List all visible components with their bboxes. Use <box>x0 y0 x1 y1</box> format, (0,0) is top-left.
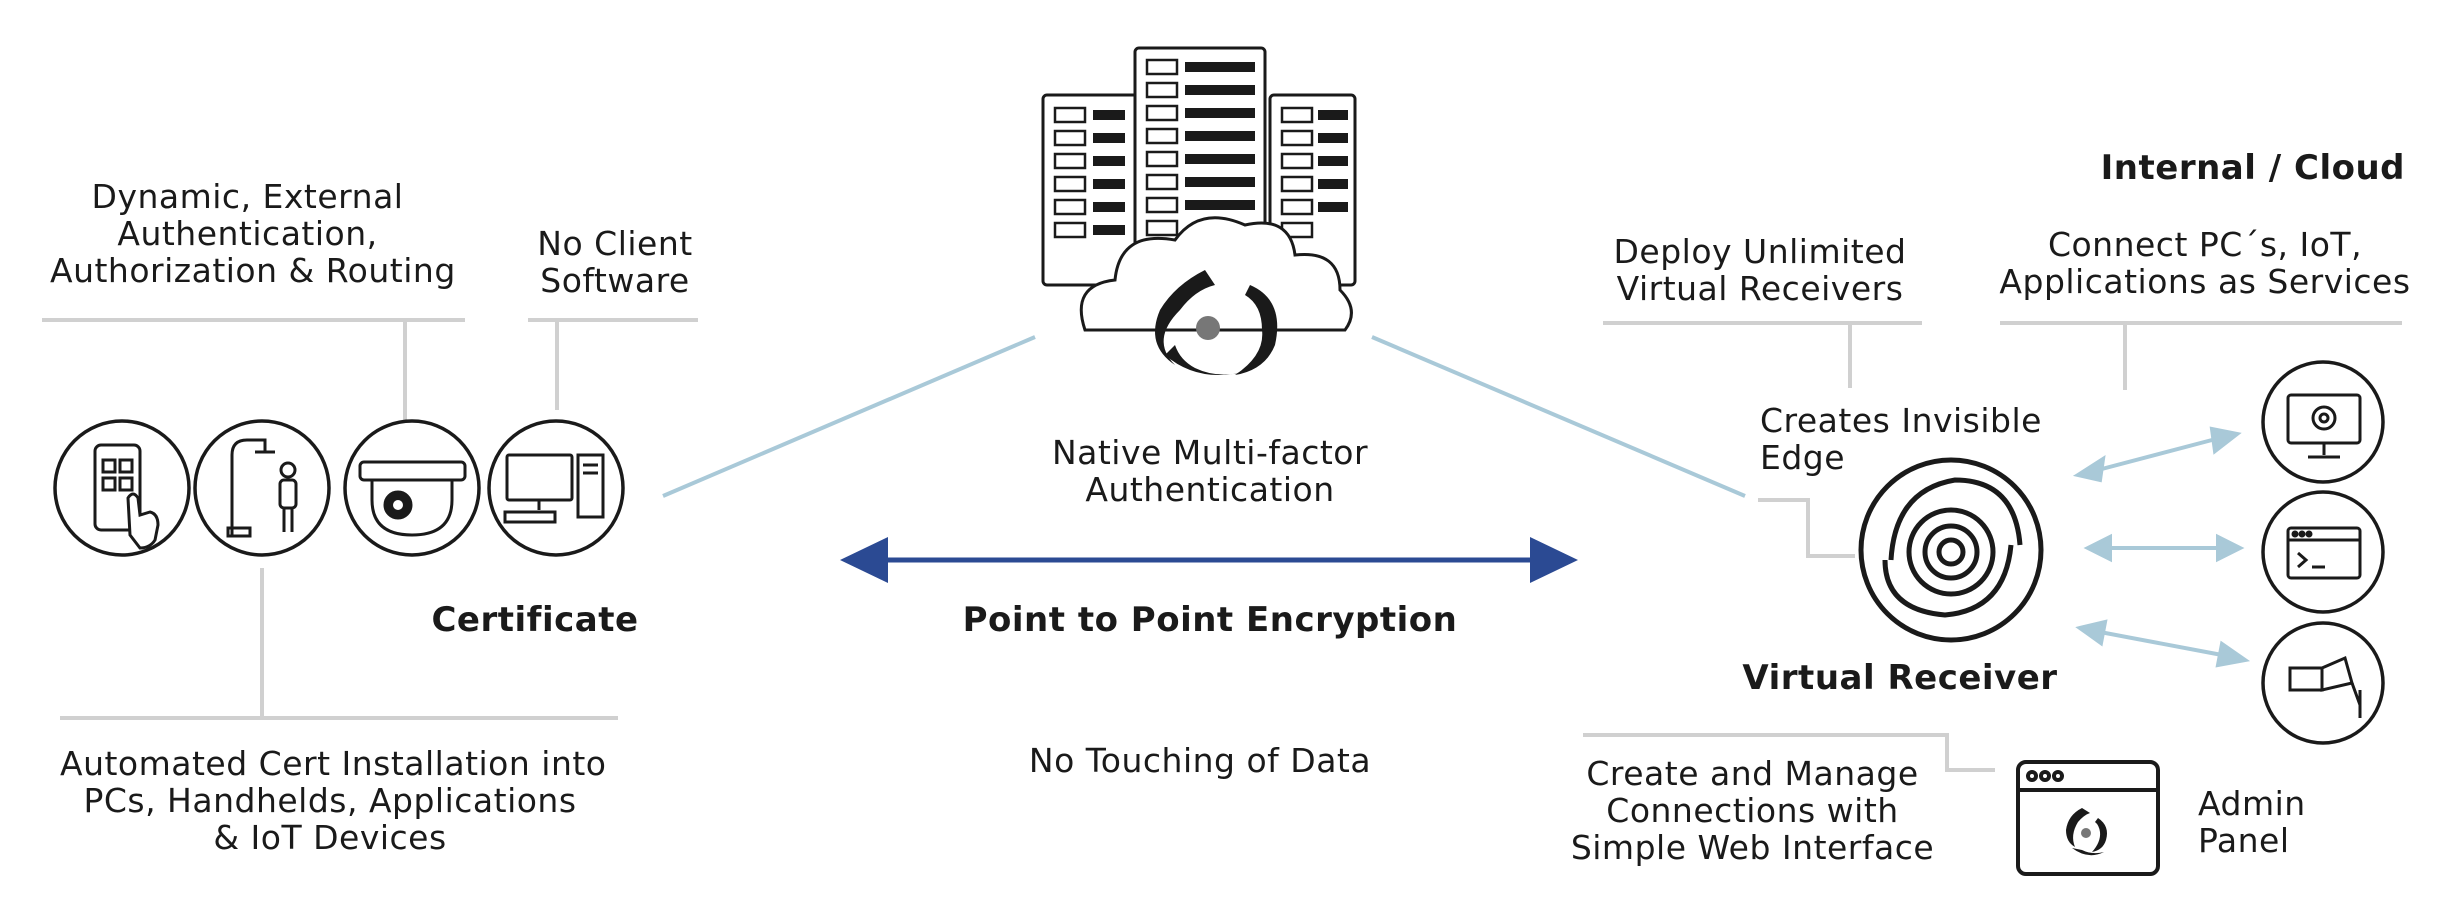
automated-cert-line-2: PCs, Handhelds, Applications <box>83 781 577 820</box>
server-cloud-logo-icon <box>1041 46 1357 375</box>
service-arrows <box>2072 426 2251 668</box>
security-camera-icon <box>358 460 467 537</box>
create-manage-line-2: Connections with <box>1606 791 1899 830</box>
creates-invisible-line-2: Edge <box>1760 438 1846 477</box>
monitor-gear-icon <box>2286 393 2362 459</box>
dynamic-auth-label: Dynamic, External Authentication, Author… <box>50 177 456 290</box>
create-manage-line-1: Create and Manage <box>1586 754 1919 793</box>
deploy-unlimited-label: Deploy Unlimited Virtual Receivers <box>1590 233 1930 307</box>
connect-pcs-line-1: Connect PC´s, IoT, <box>2047 225 2363 264</box>
divider-lines <box>42 318 2402 772</box>
deploy-unlimited-line-2: Virtual Receivers <box>1616 269 1904 308</box>
cctv-camera-icon <box>2288 655 2362 718</box>
dynamic-auth-line-1: Dynamic, External <box>91 177 404 216</box>
certificate-label: Certificate <box>431 600 639 640</box>
admin-panel-line-1: Admin <box>2198 784 2306 823</box>
dynamic-auth-line-3: Authorization & Routing <box>50 251 456 290</box>
native-mfa-line-1: Native Multi-factor <box>1051 433 1369 472</box>
desktop-pc-icon <box>503 453 605 524</box>
create-manage-line-3: Simple Web Interface <box>1570 828 1935 867</box>
internal-cloud-label: Internal / Cloud <box>2100 148 2405 188</box>
handheld-touch-icon <box>93 443 160 550</box>
native-mfa-label: Native Multi-factor Authentication <box>1015 434 1405 508</box>
terminal-window-icon <box>2286 526 2362 580</box>
no-client-line-2: Software <box>540 261 690 300</box>
shower-person-icon <box>226 438 298 538</box>
no-client-line-1: No Client <box>537 224 693 263</box>
encryption-arrow <box>840 537 1578 583</box>
admin-panel-label: Admin Panel <box>2198 785 2338 859</box>
deploy-unlimited-line-1: Deploy Unlimited <box>1613 232 1907 271</box>
create-manage-label: Create and Manage Connections with Simpl… <box>1560 755 1945 866</box>
automated-cert-label: Automated Cert Installation into PCs, Ha… <box>60 744 607 857</box>
p2p-encryption-label: Point to Point Encryption <box>962 600 1458 640</box>
client-devices <box>53 419 625 557</box>
creates-invisible-label: Creates Invisible Edge <box>1760 401 2042 477</box>
service-endpoints <box>2261 360 2385 745</box>
no-touching-label: No Touching of Data <box>1028 741 1372 780</box>
native-mfa-line-2: Authentication <box>1085 470 1335 509</box>
creates-invisible-line-1: Creates Invisible <box>1760 401 2042 440</box>
automated-cert-line-1: Automated Cert Installation into <box>60 744 607 783</box>
connection-lines <box>662 335 1746 498</box>
virtual-receiver-label: Virtual Receiver <box>1742 658 2058 698</box>
connect-pcs-label: Connect PC´s, IoT, Applications as Servi… <box>1995 226 2415 300</box>
no-client-label: No Client Software <box>510 225 720 299</box>
virtual-receiver-rings-icon <box>1858 457 2044 643</box>
connect-pcs-line-2: Applications as Services <box>1999 262 2411 301</box>
admin-panel-line-2: Panel <box>2198 821 2290 860</box>
browser-window-logo-icon <box>2016 760 2160 876</box>
automated-cert-line-3: & IoT Devices <box>213 818 447 857</box>
dynamic-auth-line-2: Authentication, <box>117 214 378 253</box>
